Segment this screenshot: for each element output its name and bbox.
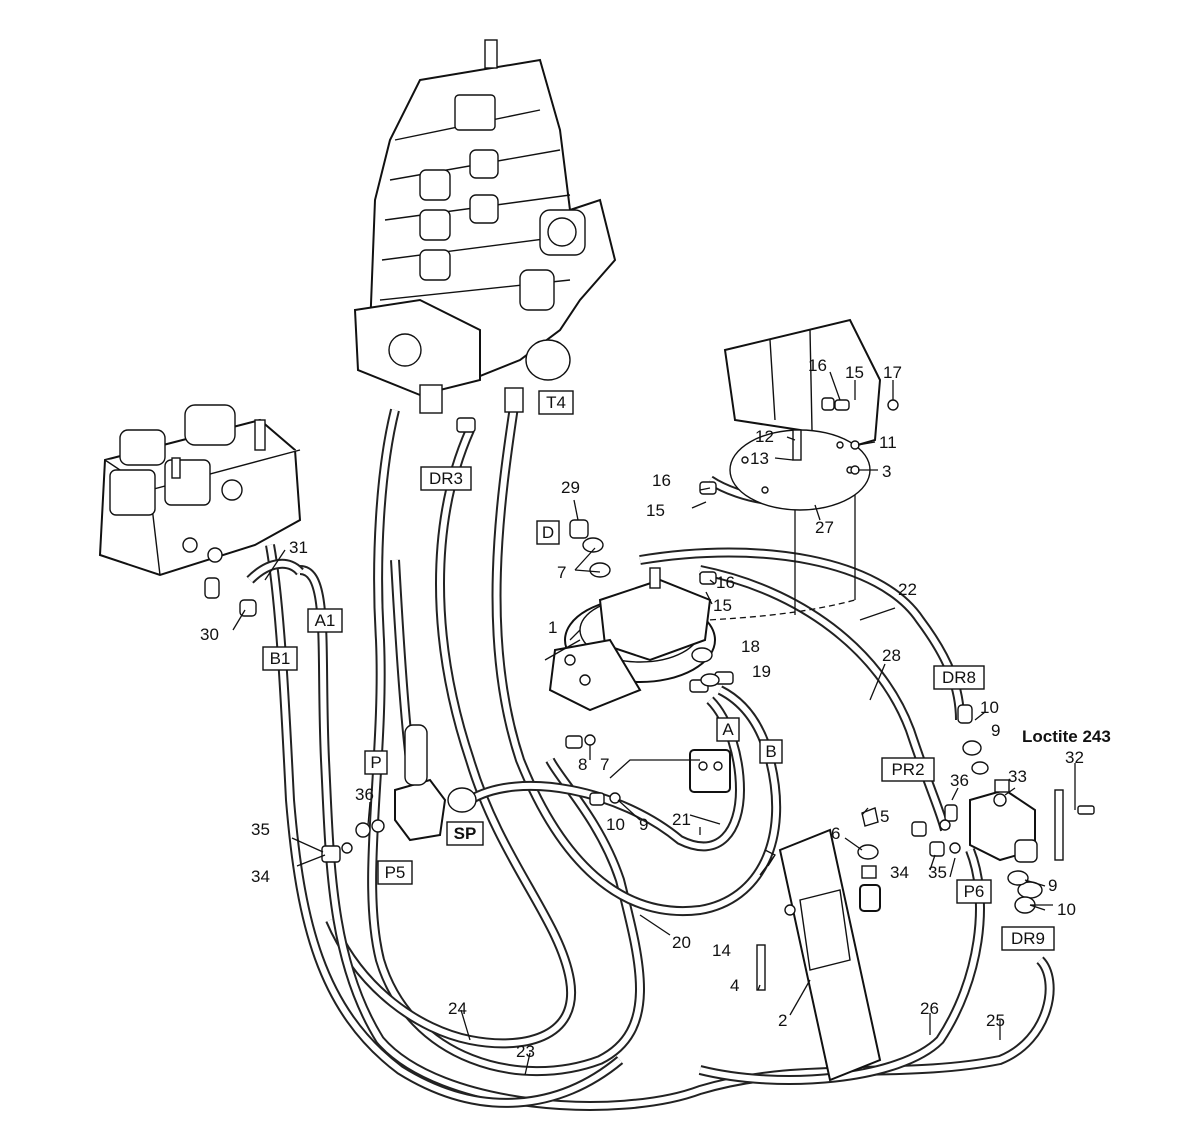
callout-18: 18 xyxy=(741,637,760,656)
callout-3: 3 xyxy=(882,462,891,481)
callout-19: 19 xyxy=(752,662,771,681)
svg-text:DR8: DR8 xyxy=(942,668,976,687)
port-label-p: P xyxy=(364,750,388,775)
callout-4: 4 xyxy=(730,976,739,995)
callout-1: 1 xyxy=(548,618,557,637)
callout-27: 27 xyxy=(815,518,834,537)
svg-text:P5: P5 xyxy=(385,863,406,882)
callout-31: 31 xyxy=(289,538,308,557)
loctite-note: Loctite 243 xyxy=(1022,727,1111,746)
svg-text:P: P xyxy=(370,753,381,772)
callout-23: 23 xyxy=(516,1042,535,1061)
callout-15c: 15 xyxy=(713,596,732,615)
callout-numbers: 1 2 3 4 5 6 7 7 7 8 9 9 9 10 10 10 11 12… xyxy=(200,356,1084,1061)
callout-16c: 16 xyxy=(716,573,735,592)
port-label-t4: T4 xyxy=(538,390,574,415)
port-label-a: A xyxy=(716,717,740,742)
port-label-b: B xyxy=(759,739,783,764)
callout-9a: 9 xyxy=(639,815,648,834)
port-label-dr9: DR9 xyxy=(1001,926,1055,951)
svg-text:DR3: DR3 xyxy=(429,469,463,488)
callout-34b: 34 xyxy=(890,863,909,882)
pedal-assembly xyxy=(756,828,882,1082)
port-label-p6: P6 xyxy=(956,879,992,904)
callout-11: 11 xyxy=(879,433,897,452)
svg-text:B1: B1 xyxy=(270,649,291,668)
callout-20: 20 xyxy=(672,933,691,952)
callout-15b: 15 xyxy=(646,501,665,520)
svg-text:A: A xyxy=(722,720,734,739)
callout-15a: 15 xyxy=(845,363,864,382)
leader-lines xyxy=(232,371,1076,1076)
callout-21: 21 xyxy=(672,810,691,829)
svg-text:T4: T4 xyxy=(546,393,566,412)
callout-10b: 10 xyxy=(980,698,999,717)
callout-29: 29 xyxy=(561,478,580,497)
callout-26: 26 xyxy=(920,999,939,1018)
pressure-block xyxy=(394,724,477,842)
callout-32: 32 xyxy=(1065,748,1084,767)
callout-7b: 7 xyxy=(600,755,609,774)
callout-34a: 34 xyxy=(251,867,270,886)
callout-16a: 16 xyxy=(808,356,827,375)
callout-33: 33 xyxy=(1008,767,1027,786)
callout-13: 13 xyxy=(750,449,769,468)
port-label-pr2: PR2 xyxy=(881,757,935,782)
callout-5: 5 xyxy=(880,807,889,826)
main-control-valve xyxy=(353,39,617,414)
svg-text:B: B xyxy=(765,742,776,761)
callout-8: 8 xyxy=(578,755,587,774)
callout-36a: 36 xyxy=(355,785,374,804)
callout-7a: 7 xyxy=(557,563,566,582)
callout-10a: 10 xyxy=(606,815,625,834)
port-label-d: D xyxy=(536,520,560,545)
callout-17: 17 xyxy=(883,363,902,382)
callout-24: 24 xyxy=(448,999,467,1018)
callout-22: 22 xyxy=(898,580,917,599)
port-label-dr8: DR8 xyxy=(933,665,985,690)
fittings xyxy=(321,397,1095,914)
callout-9c: 9 xyxy=(1048,876,1057,895)
callout-14: 14 xyxy=(712,941,731,960)
pilot-valve-block xyxy=(969,779,1064,899)
port-label-b1: B1 xyxy=(262,646,298,671)
callout-10c: 10 xyxy=(1057,900,1076,919)
port-label-p5: P5 xyxy=(377,860,413,885)
svg-text:SP: SP xyxy=(454,824,477,843)
svg-text:D: D xyxy=(542,523,554,542)
callout-16b: 16 xyxy=(652,471,671,490)
svg-text:A1: A1 xyxy=(315,611,336,630)
callout-25: 25 xyxy=(986,1011,1005,1030)
port-label-a1: A1 xyxy=(307,608,343,633)
callout-36b: 36 xyxy=(950,771,969,790)
callout-6: 6 xyxy=(831,824,840,843)
svg-text:PR2: PR2 xyxy=(891,760,924,779)
solenoid-valve-block xyxy=(98,404,302,617)
cover-plate xyxy=(723,318,882,511)
callout-35a: 35 xyxy=(251,820,270,839)
callout-9b: 9 xyxy=(991,721,1000,740)
port-label-sp: SP xyxy=(446,821,484,846)
callout-35b: 35 xyxy=(928,863,947,882)
callout-30: 30 xyxy=(200,625,219,644)
hydraulic-motor xyxy=(548,567,734,793)
svg-text:P6: P6 xyxy=(964,882,985,901)
svg-text:DR9: DR9 xyxy=(1011,929,1045,948)
port-label-dr3: DR3 xyxy=(420,466,472,491)
callout-28: 28 xyxy=(882,646,901,665)
callout-12: 12 xyxy=(755,427,774,446)
port-labels: T4 DR3 D A1 B1 P P5 SP A B DR8 PR2 P6 DR… xyxy=(262,390,1055,951)
callout-2: 2 xyxy=(778,1011,787,1030)
